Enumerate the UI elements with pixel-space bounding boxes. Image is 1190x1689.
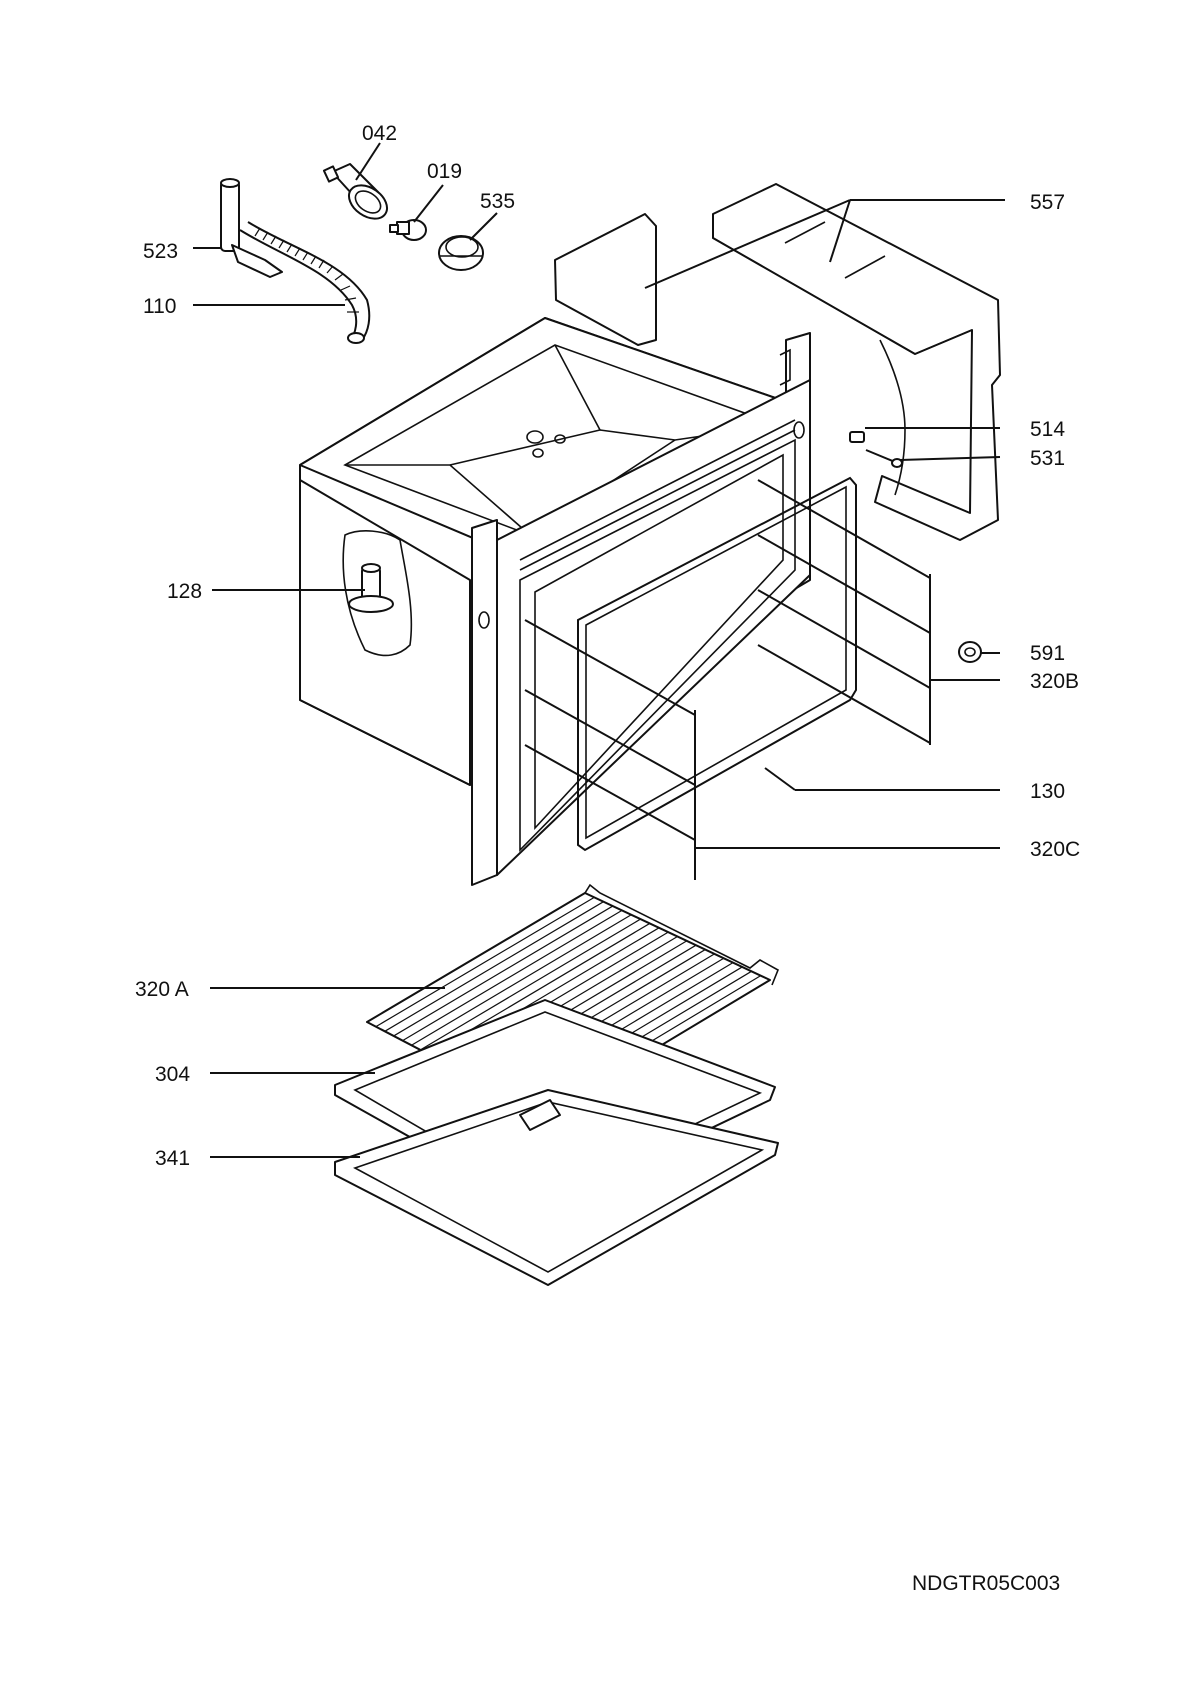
leader-lines	[193, 142, 1005, 1158]
label-591: 591	[1030, 642, 1065, 665]
part-535-lamp-cover	[438, 235, 484, 271]
part-320B-shelf-support	[757, 479, 931, 745]
label-320B: 320B	[1030, 670, 1079, 693]
shelf-bar	[402, 909, 623, 1042]
label-130: 130	[1030, 780, 1065, 803]
label-019: 019	[427, 160, 462, 183]
part-514-531-fixings	[849, 431, 903, 468]
part-557-insulation	[554, 183, 1001, 541]
shelf-bar	[375, 896, 595, 1028]
label-514: 514	[1030, 418, 1065, 441]
label-304: 304	[155, 1063, 190, 1086]
shelf-bar	[411, 914, 632, 1046]
part-130-seal	[577, 476, 857, 852]
shelf-bar	[384, 901, 604, 1032]
label-531: 531	[1030, 447, 1065, 470]
shelf-bar	[393, 905, 614, 1037]
part-320C-shelf-support	[524, 619, 696, 880]
label-523: 523	[143, 240, 178, 263]
label-128: 128	[167, 580, 202, 603]
label-557: 557	[1030, 191, 1065, 214]
drawing-code: NDGTR05C003	[912, 1572, 1060, 1595]
part-042-lamp-holder	[322, 163, 388, 220]
label-320A: 320 A	[135, 978, 189, 1001]
label-341: 341	[155, 1147, 190, 1170]
shelf-bar	[420, 918, 641, 1051]
label-110: 110	[143, 295, 176, 318]
part-019-bulb	[389, 219, 427, 241]
label-535: 535	[480, 190, 515, 213]
oven-front-frame	[471, 332, 811, 886]
part-591-clip	[958, 641, 982, 663]
part-523-110-hose	[220, 178, 371, 344]
label-320C: 320C	[1030, 838, 1080, 861]
label-042: 042	[362, 122, 397, 145]
part-341-tray	[334, 1089, 779, 1286]
